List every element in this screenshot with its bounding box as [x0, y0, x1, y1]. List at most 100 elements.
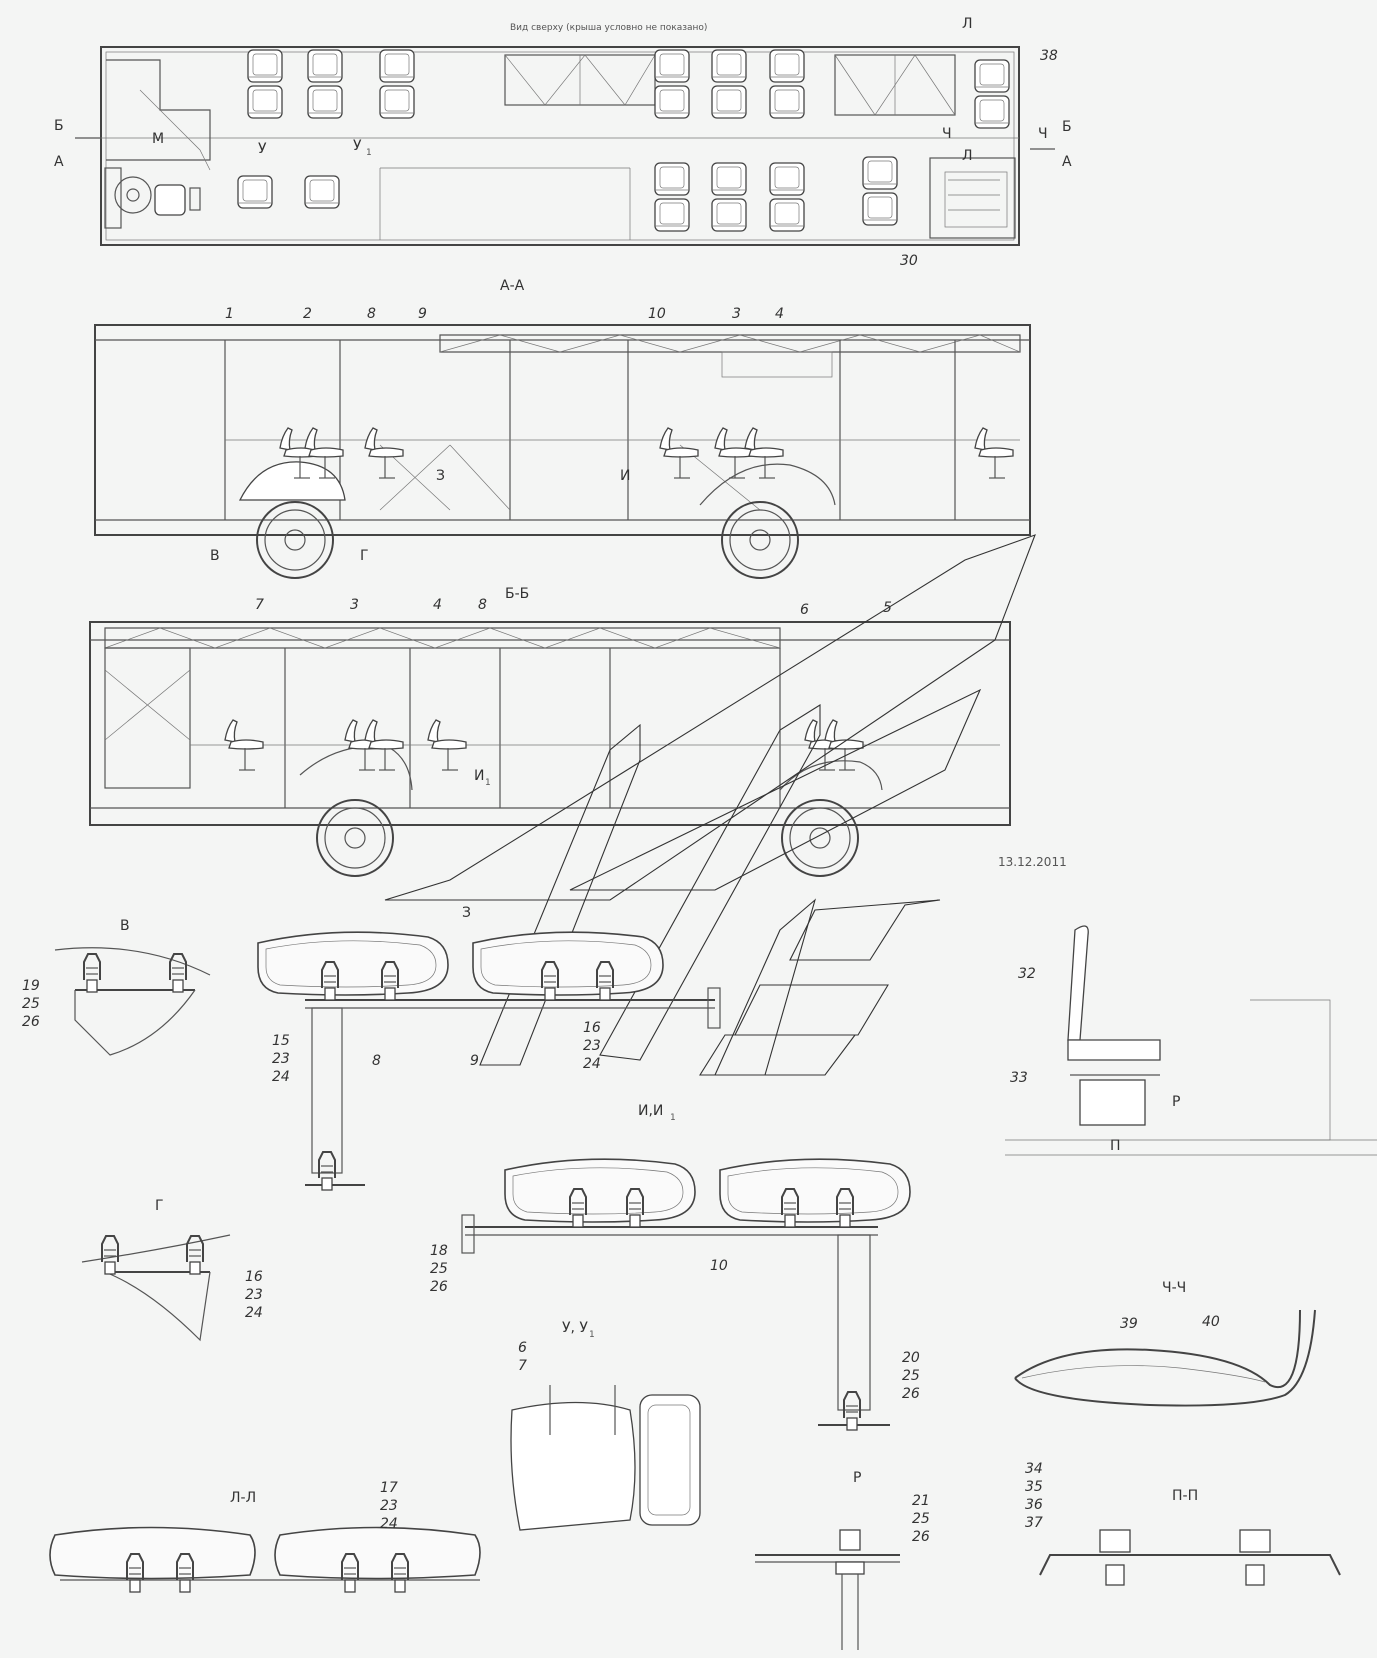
detail-r-title: Р — [853, 1470, 861, 1486]
detail-ii1-sub: 1 — [670, 1113, 676, 1123]
ll-callout-1: 17 — [380, 1480, 398, 1496]
label-i: И — [620, 468, 630, 484]
cut-b-left: Б — [54, 118, 64, 134]
top-view: Вид сверху (крыша условно не показано) — [54, 16, 1072, 269]
watermark-logo — [384, 534, 1036, 1076]
cut-ch-right: Ч — [1038, 126, 1048, 142]
z-callout-right-1: 16 — [583, 1020, 601, 1036]
z-callout-right-2: 23 — [583, 1038, 601, 1054]
detail-z-title: З — [462, 905, 471, 921]
detail-ii1-title: И,И — [638, 1103, 663, 1119]
detail-v: В 19 25 26 — [22, 918, 211, 1056]
label-i1-sub: 1 — [485, 778, 491, 788]
r-callout-1: 21 — [912, 1493, 930, 1509]
ch-callout-40: 40 — [1202, 1314, 1220, 1330]
section-bb: Б-Б 7 3 4 8 6 5 И 1 13.12.2011 — [89, 586, 1067, 877]
cut-l-lower: Л — [962, 148, 973, 164]
z-callout-left-2: 23 — [272, 1051, 290, 1067]
i-callout-right-2: 25 — [902, 1368, 920, 1384]
detail-uu1-sub: 1 — [589, 1330, 595, 1340]
cut-a-right: А — [1062, 154, 1072, 170]
callout-3b: 3 — [350, 597, 359, 613]
label-i1: И — [474, 768, 484, 784]
callout-8b: 8 — [478, 597, 487, 613]
v-callout-3: 26 — [22, 1014, 40, 1030]
z-callout-9: 9 — [470, 1053, 479, 1069]
detail-g: Г 16 23 24 — [81, 1198, 263, 1342]
pp-callout-4: 37 — [1025, 1515, 1043, 1531]
v-callout-2: 25 — [22, 996, 40, 1012]
g-callout-1: 16 — [245, 1269, 263, 1285]
detail-chch: Ч-Ч 39 40 — [1014, 1280, 1316, 1407]
detail-uu1: У, У 1 6 7 — [510, 1320, 701, 1531]
callout-4b: 4 — [433, 597, 442, 613]
detail-z: З 15 23 24 8 9 16 23 24 — [257, 905, 721, 1191]
callout-4: 4 — [775, 306, 784, 322]
label-z: З — [436, 468, 445, 484]
section-aa-title: А-А — [500, 278, 525, 294]
label-u: У — [258, 141, 267, 157]
ll-callout-2: 23 — [380, 1498, 398, 1514]
m-callout-33: 33 — [1010, 1070, 1028, 1086]
pp-callout-1: 34 — [1025, 1461, 1043, 1477]
pp-callout-3: 36 — [1025, 1497, 1043, 1513]
z-callout-left-3: 24 — [272, 1069, 290, 1085]
r-callout-3: 26 — [912, 1529, 930, 1545]
detail-r: Р 21 25 26 — [755, 1470, 930, 1650]
i-callout-left-2: 25 — [430, 1261, 448, 1277]
top-view-caption: Вид сверху (крыша условно не показано) — [510, 23, 707, 33]
i-callout-right-3: 26 — [902, 1386, 920, 1402]
callout-10: 10 — [648, 306, 666, 322]
callout-2: 2 — [303, 306, 312, 322]
g-callout-2: 23 — [245, 1287, 263, 1303]
detail-ll: Л-Л 17 23 24 — [49, 1480, 481, 1593]
label-g: Г — [360, 548, 369, 564]
label-v: В — [210, 548, 220, 564]
m-label-p: П — [1110, 1138, 1121, 1154]
pp-callout-2: 35 — [1025, 1479, 1043, 1495]
detail-g-title: Г — [155, 1198, 164, 1214]
callout-3: 3 — [732, 306, 741, 322]
cut-l: Л — [962, 16, 973, 32]
cut-a-left: А — [54, 154, 64, 170]
z-callout-right-3: 24 — [583, 1056, 601, 1072]
detail-m: М 32 33 Р П — [1005, 925, 1377, 1156]
z-callout-left-1: 15 — [272, 1033, 290, 1049]
detail-ii1: И,И 1 18 25 26 10 20 25 26 — [430, 1103, 920, 1431]
u-callout-7: 7 — [518, 1358, 527, 1374]
u-callout-6: 6 — [518, 1340, 527, 1356]
callout-6: 6 — [800, 602, 809, 618]
m-callout-32: 32 — [1018, 966, 1036, 982]
cut-ch-left: Ч — [942, 126, 952, 142]
i-callout-right-1: 20 — [902, 1350, 920, 1366]
label-u1-sub: 1 — [366, 148, 372, 158]
detail-chch-title: Ч-Ч — [1162, 1280, 1186, 1296]
z-callout-8: 8 — [372, 1053, 381, 1069]
cut-b-right: Б — [1062, 119, 1072, 135]
section-aa: А-А 1 2 8 9 10 3 4 З И В Г — [94, 278, 1031, 579]
detail-ll-title: Л-Л — [230, 1490, 256, 1506]
v-callout-1: 19 — [22, 978, 40, 994]
i-callout-10: 10 — [710, 1258, 728, 1274]
callout-38: 38 — [1040, 48, 1058, 64]
g-callout-3: 24 — [245, 1305, 263, 1321]
m-label-r: Р — [1172, 1094, 1180, 1110]
section-bb-title: Б-Б — [505, 586, 529, 602]
detail-v-title: В — [120, 918, 130, 934]
callout-1: 1 — [225, 306, 234, 322]
i-callout-left-3: 26 — [430, 1279, 448, 1295]
i-callout-left-1: 18 — [430, 1243, 448, 1259]
detail-pp-title: П-П — [1172, 1488, 1198, 1504]
label-m: М — [152, 131, 164, 147]
drawing-date: 13.12.2011 — [998, 855, 1067, 869]
ch-callout-39: 39 — [1120, 1316, 1138, 1332]
callout-8: 8 — [367, 306, 376, 322]
r-callout-2: 25 — [912, 1511, 930, 1527]
label-u1: У — [353, 138, 362, 154]
detail-pp: П-П 34 35 36 37 — [1025, 1461, 1341, 1586]
callout-9: 9 — [418, 306, 427, 322]
callout-7: 7 — [255, 597, 264, 613]
callout-30: 30 — [900, 253, 918, 269]
detail-uu1-title: У, У — [562, 1320, 588, 1336]
